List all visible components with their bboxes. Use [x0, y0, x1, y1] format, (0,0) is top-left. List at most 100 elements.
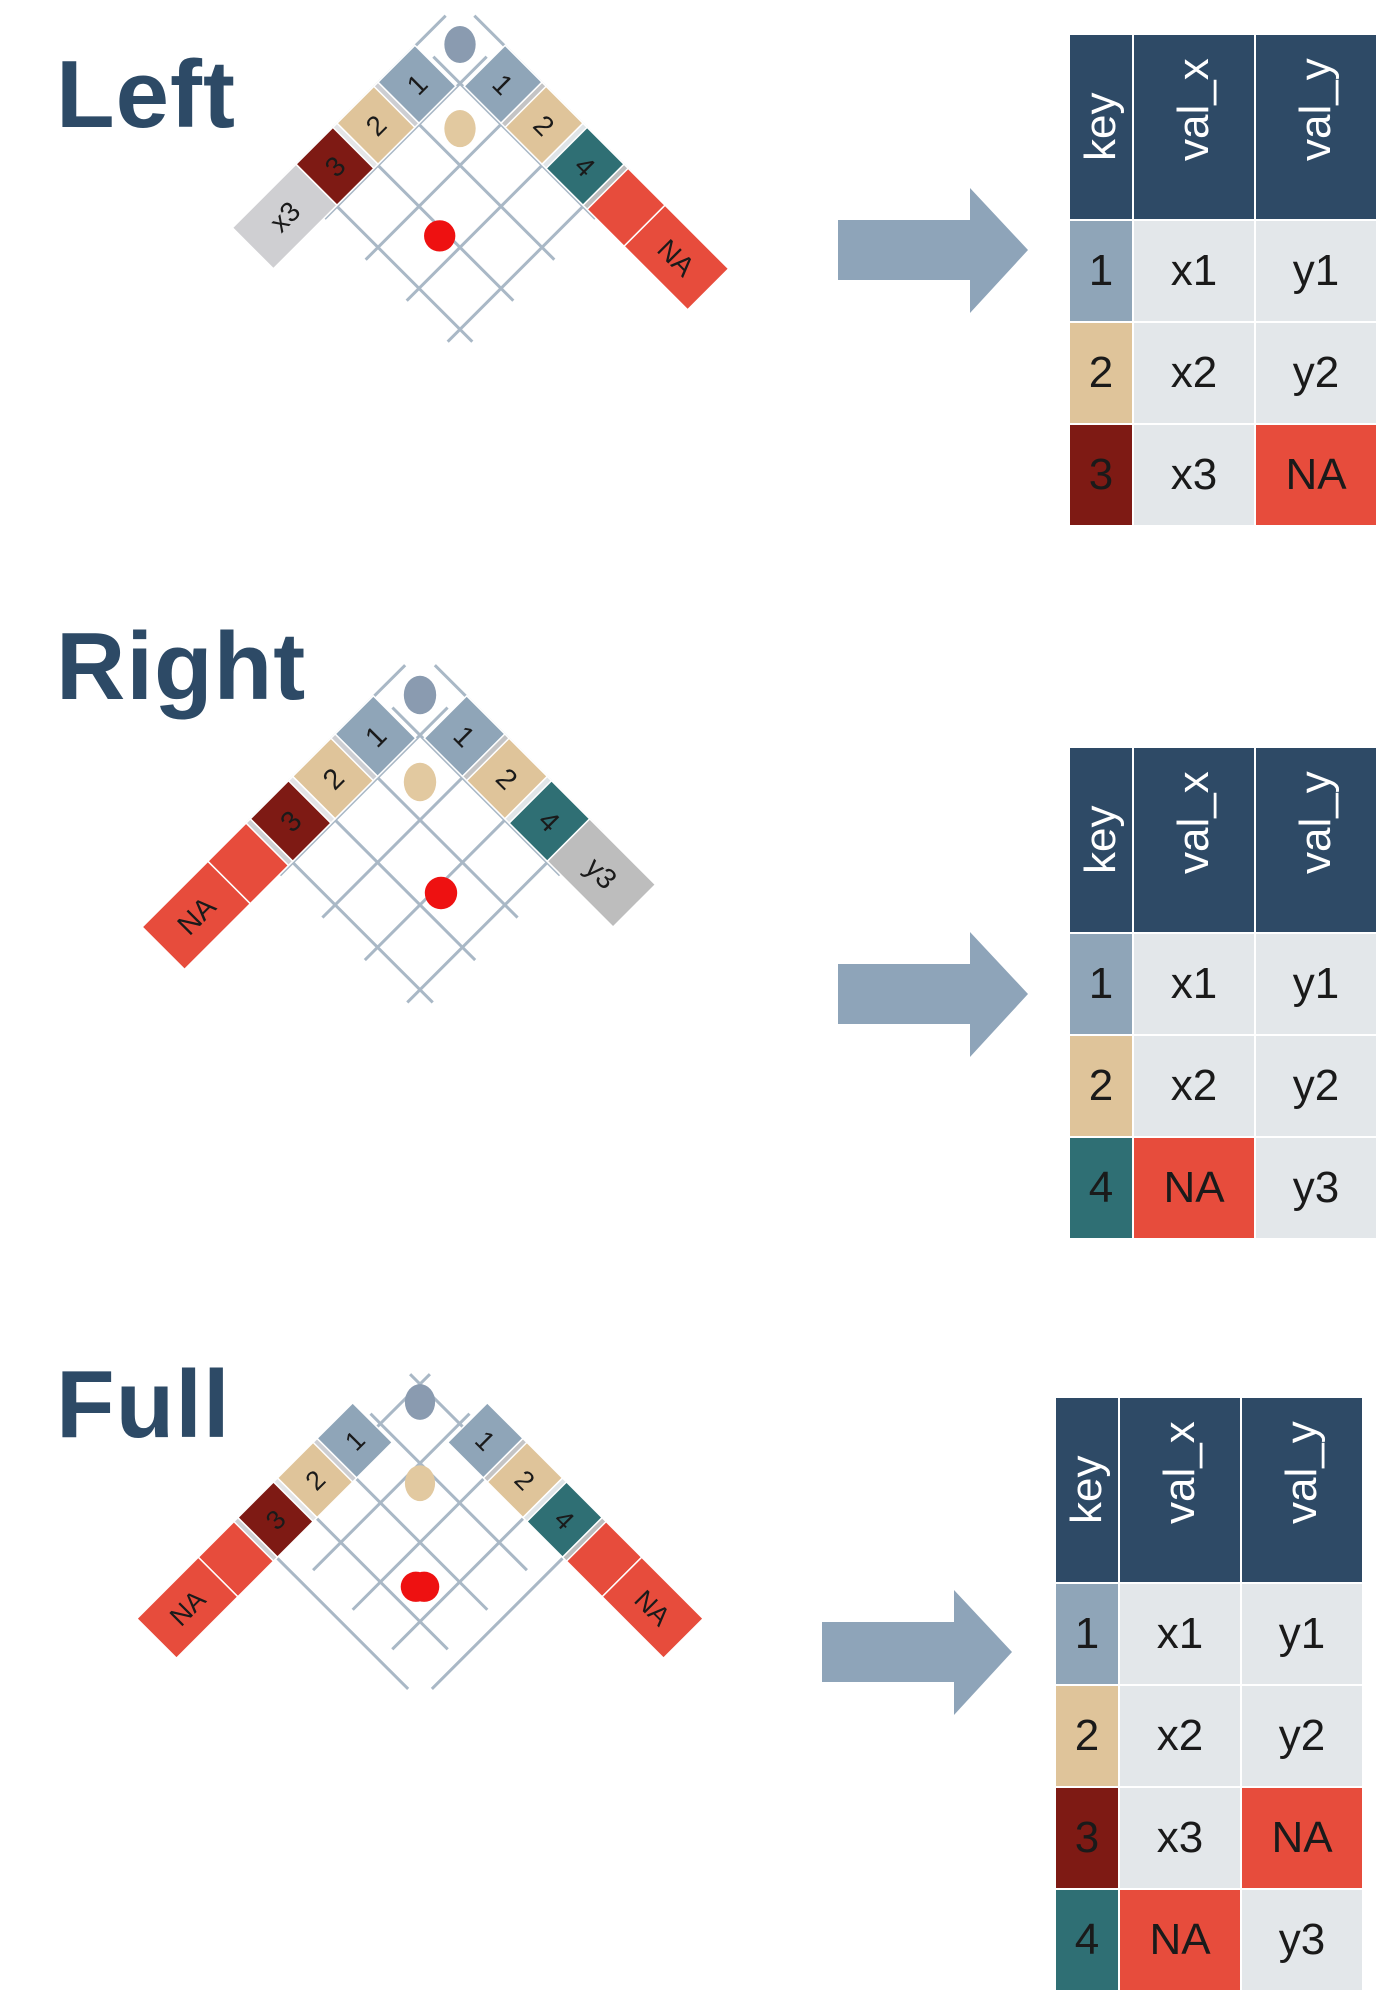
key-cell: 1: [1068, 219, 1134, 323]
right-na-value-cell: NA: [601, 1556, 705, 1660]
grid-line: [430, 1531, 590, 1691]
grid-line: [306, 791, 477, 962]
key-cell: 1: [1054, 1582, 1120, 1686]
key-cell: 4: [1054, 1888, 1120, 1992]
join-diagram: 1x12x23x31y12y24y3NA: [231, 14, 730, 343]
right-value-cell: y3: [546, 817, 657, 929]
grid-line: [446, 178, 611, 343]
left-key-cell: 2: [335, 85, 416, 166]
grid-line: [363, 791, 534, 962]
grid-line: [329, 1452, 489, 1611]
table-header-key: key: [1068, 746, 1134, 934]
right-key-cell: 1: [463, 44, 544, 125]
grid-line: [351, 1452, 511, 1611]
match-dots: [403, 675, 458, 910]
table-header-key: key: [1068, 33, 1134, 221]
key-cell: 2: [1068, 1034, 1134, 1138]
join-grid-lines: [250, 1373, 590, 1691]
val-x-cell: NA: [1132, 1136, 1256, 1240]
val-x-cell: x1: [1132, 932, 1256, 1036]
val-x-cell: x2: [1118, 1684, 1242, 1788]
val-x-cell: x2: [1132, 1034, 1256, 1138]
key-cell: 4: [1068, 1136, 1134, 1240]
grid-line: [264, 833, 434, 1004]
panel-full-join: Full 1x12x23x31y12y24y3NANA keyval_xval_…: [0, 1340, 1389, 2011]
val-y-cell: y2: [1254, 1034, 1378, 1138]
right-key-cell: 1: [423, 694, 506, 778]
grid-line: [391, 96, 556, 261]
left-key-cell: 1: [376, 44, 457, 125]
grid-line: [321, 748, 492, 919]
result-arrow-icon: [838, 188, 1028, 313]
grid-line: [312, 1412, 471, 1572]
match-dot-key2: [444, 110, 476, 148]
right-key-cell: 4: [545, 126, 626, 207]
val-y-cell: y3: [1254, 1136, 1378, 1240]
grid-line: [278, 706, 449, 877]
val-y-cell: y3: [1240, 1888, 1364, 1992]
grid-line: [309, 178, 474, 343]
val-x-cell: x1: [1118, 1582, 1242, 1686]
left-key-cell: 1: [315, 1401, 394, 1480]
panel-title: Full: [56, 1351, 231, 1458]
match-dot-key2: [404, 1465, 436, 1502]
table-header-val-y: val_y: [1240, 1396, 1364, 1584]
right-key-cell: 4: [508, 779, 591, 863]
match-dots: [424, 25, 476, 252]
panel-left-join: Left 1x12x23x31y12y24y3NA keyval_xval_y1…: [0, 0, 1389, 560]
right-na-value-cell: NA: [622, 204, 730, 311]
grid-line: [350, 137, 515, 302]
left-value-cell: x3: [231, 163, 339, 270]
val-x-cell: NA: [1118, 1888, 1242, 1992]
match-dots: [400, 1384, 440, 1602]
key-cell: 2: [1068, 321, 1134, 425]
grid-line: [250, 1531, 410, 1691]
key-cell: 3: [1068, 423, 1134, 527]
grid-line: [405, 137, 570, 302]
result-arrow-icon: [822, 1590, 1012, 1715]
table-header-key: key: [1054, 1396, 1120, 1584]
val-x-cell: x3: [1118, 1786, 1242, 1890]
right-key-cell: 2: [465, 737, 549, 820]
val-y-cell: y2: [1254, 321, 1378, 425]
left-na-value-cell: NA: [141, 860, 252, 971]
val-y-cell: y1: [1254, 219, 1378, 323]
val-y-cell: y1: [1254, 932, 1378, 1036]
left-key-cell: 3: [294, 126, 375, 207]
panel-title: Left: [56, 41, 236, 148]
val-x-cell: x1: [1132, 219, 1256, 323]
panel-right-join: Right 1x12x23x31y12y24y3NA keyval_xval_y…: [0, 600, 1389, 1260]
key-cell: 1: [1068, 932, 1134, 1036]
table-header-val-x: val_x: [1118, 1396, 1242, 1584]
match-dot-key1: [444, 25, 476, 64]
val-y-cell: NA: [1240, 1786, 1364, 1890]
result-arrow-icon: [838, 932, 1028, 1057]
left-key-cell: 2: [276, 1441, 354, 1519]
val-y-cell: y1: [1240, 1582, 1364, 1686]
val-x-cell: x2: [1132, 321, 1256, 425]
unmatched-dot: [400, 1571, 431, 1602]
left-na-value-cell: NA: [135, 1556, 239, 1660]
grid-line: [323, 55, 488, 220]
val-y-cell: NA: [1254, 423, 1378, 527]
match-dot-key2: [403, 762, 437, 802]
unmatched-dot: [424, 876, 458, 910]
unmatched-dot: [424, 220, 456, 252]
left-key-cell: 3: [249, 779, 332, 863]
table-header-val-y: val_y: [1254, 746, 1378, 934]
grid-line: [364, 96, 529, 261]
grid-line: [391, 1491, 550, 1651]
right-key-cell: 2: [504, 85, 585, 166]
